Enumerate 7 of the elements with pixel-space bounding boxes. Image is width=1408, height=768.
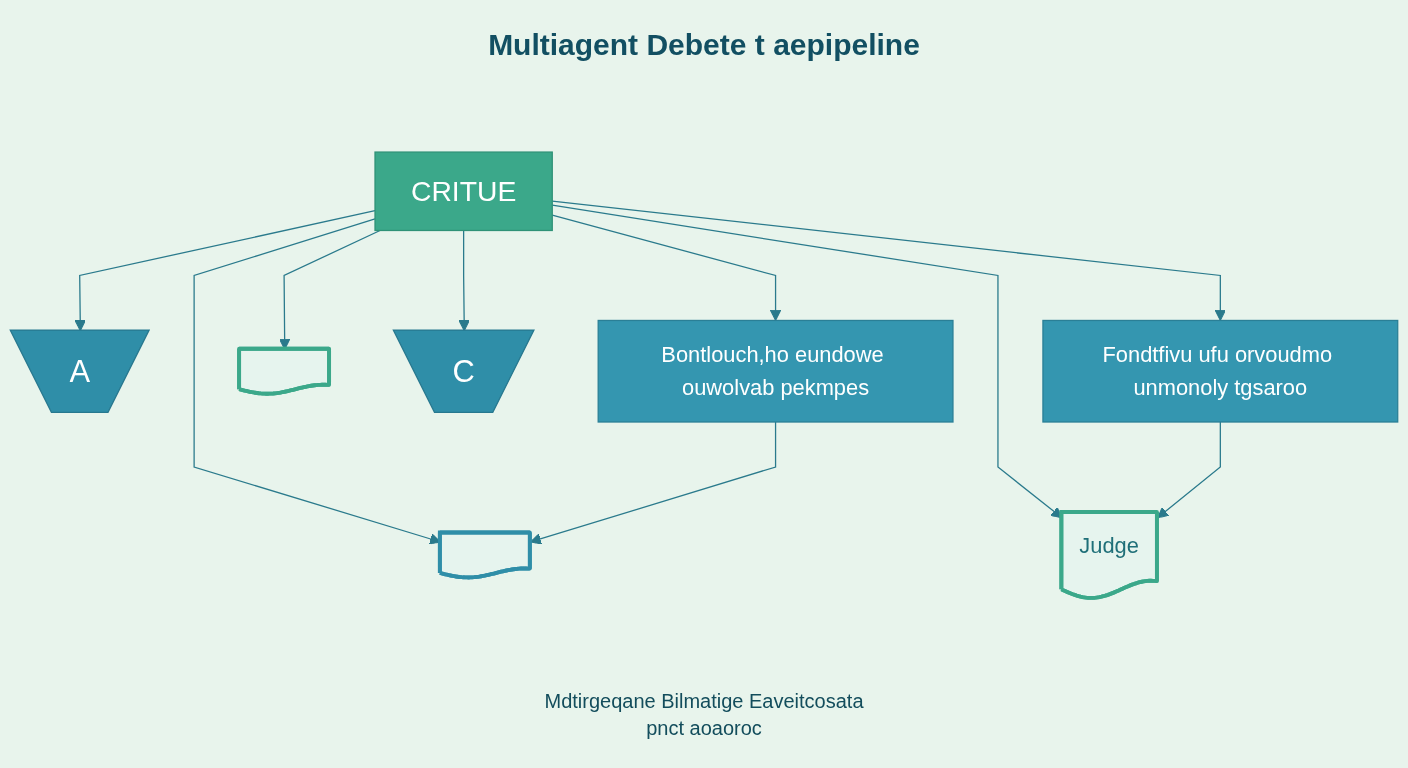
node-box: Bontlouch,ho eundowe ouwolvab pekmpes — [597, 319, 954, 423]
node-box: Fondtfivu ufu orvoudmo unmonoly tgsaroo — [1042, 319, 1399, 423]
arrow — [529, 421, 777, 545]
arrow — [1157, 421, 1221, 519]
node-box: CRITUE — [374, 151, 553, 232]
diagram-caption: Mdtirgeqane Bilmatige Eaveitcosata pnct aoaoroc — [544, 689, 864, 741]
diagram-title: Multiagent Debete t aepipeline — [488, 28, 920, 62]
